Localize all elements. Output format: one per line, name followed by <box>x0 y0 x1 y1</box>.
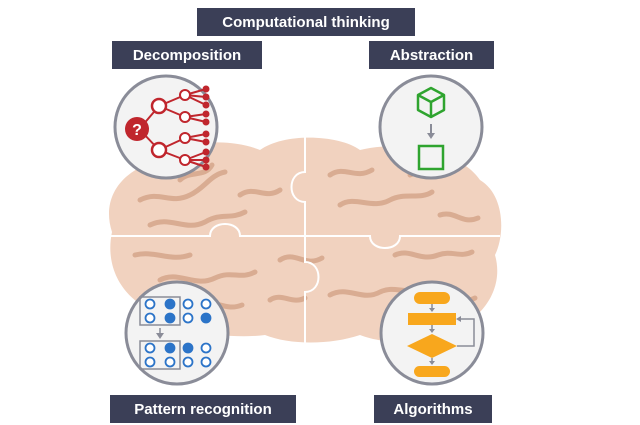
down-arrow-icon <box>427 124 435 139</box>
cube-icon <box>416 86 446 119</box>
algorithms-circle <box>379 280 485 386</box>
abstraction-circle <box>378 74 484 180</box>
pattern-recognition-label: Pattern recognition <box>110 395 296 423</box>
pattern-grid-icon <box>139 296 212 370</box>
diagram-title: Computational thinking <box>197 8 415 36</box>
decomposition-tree-icon: ? <box>125 85 210 171</box>
decomposition-circle: ? <box>113 74 219 180</box>
algorithms-label: Algorithms <box>374 395 492 423</box>
question-mark-icon: ? <box>132 122 142 139</box>
square-icon <box>417 144 445 171</box>
decomposition-label: Decomposition <box>112 41 262 69</box>
pattern-recognition-circle <box>124 280 230 386</box>
flowchart-icon <box>407 292 475 377</box>
abstraction-label: Abstraction <box>369 41 494 69</box>
